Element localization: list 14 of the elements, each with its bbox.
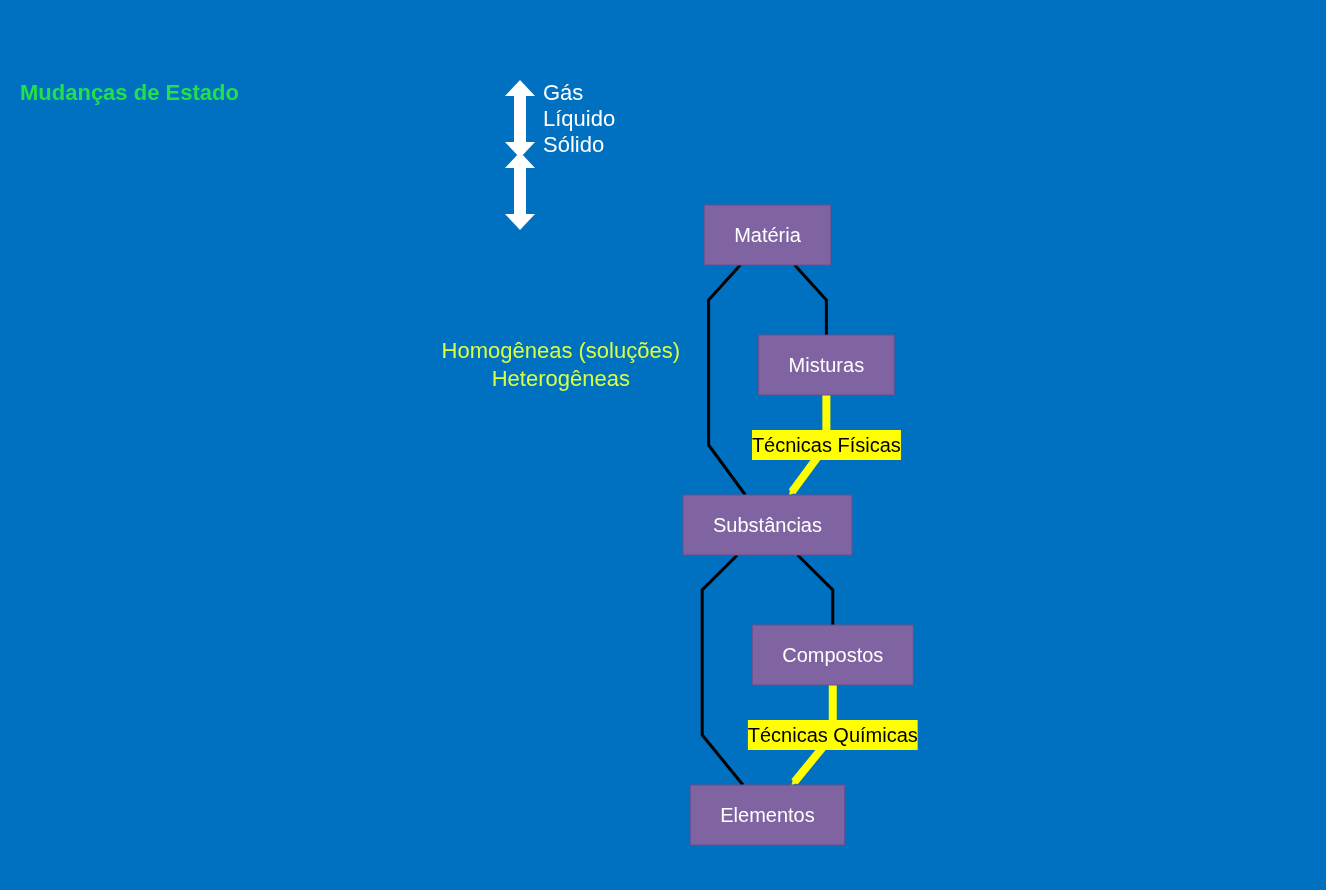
node-box: Substâncias <box>682 494 853 556</box>
node-note: Homogêneas (soluções) Heterogêneas <box>440 337 681 393</box>
connector <box>793 264 828 335</box>
state-label: Gás <box>543 80 585 106</box>
state-label: Líquido <box>543 106 616 132</box>
node-box: Matéria <box>703 204 831 266</box>
heading: Mudanças de Estado <box>20 80 239 106</box>
node-box: Elementos <box>689 784 845 846</box>
state-label: Sólido <box>543 132 606 158</box>
edge-label: Técnicas Físicas <box>751 434 901 456</box>
connector <box>706 264 747 496</box>
node-box: Compostos <box>751 624 914 686</box>
edge-label: Técnicas Químicas <box>747 723 918 746</box>
node-box: Misturas <box>757 334 895 396</box>
